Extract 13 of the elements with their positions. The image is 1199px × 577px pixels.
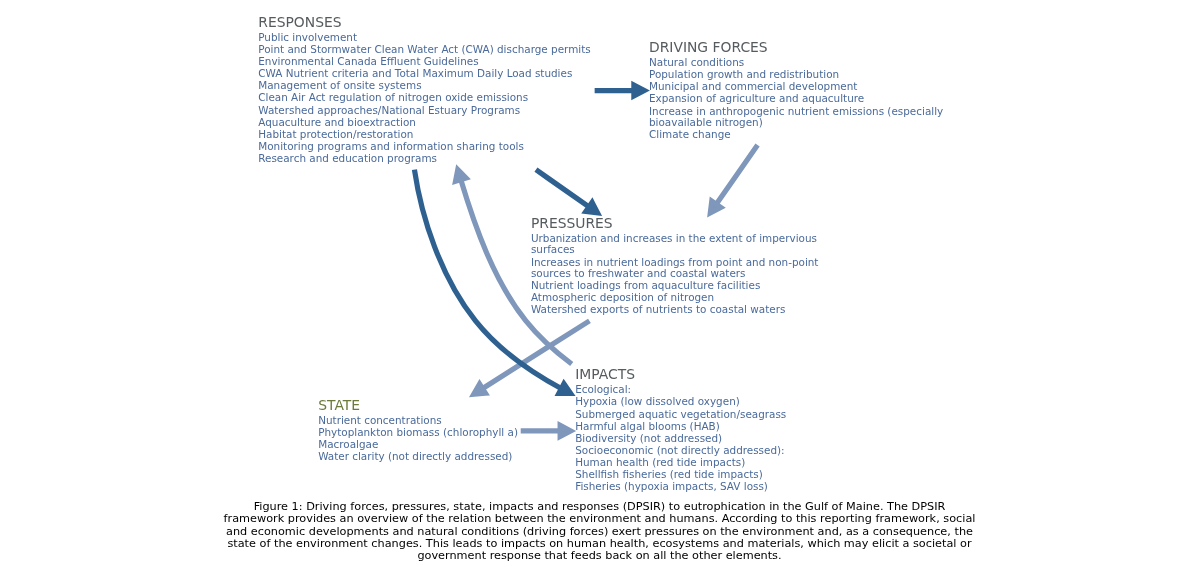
node-text: PRESSURES Urbanization and increases in the extent of impervious surfaces Increases in nutrient loadings from point and non-point sources to freshwater and coastal waters Nutrient loadings from aquaculture facilities Atmospheric deposition of nitrogen Watershed exports of nutrients to coastal waters [530,215,819,316]
arrow [411,169,576,397]
arrow [520,421,577,441]
node-text: DRIVING FORCES Natural conditions Population growth and redistribution Municipal and commercial development Expansion of agriculture and aquaculture Increase in anthropogenic nutrient emissions (especially bioavailable nitrogen) Climate change [648,39,944,140]
arrow [468,318,591,398]
arrow [534,167,603,217]
arrow [594,80,650,101]
arrow [452,164,574,367]
node-text: RESPONSES Public involvement Point and Stormwater Clean Water Act (CWA) discharge permits Environmental Canada Effluent Guidelines CWA Nutrient criteria and Total Maximum Daily Load studies Management of onsite systems Clean Air Act regulation of nitrogen oxide emissions Watershed approaches/National Estuary Programs Aquaculture and bioextraction Habitat protection/restoration Monitoring programs and information sharing tools Research and education programs [258,13,591,165]
arrow [707,143,760,218]
node-text: STATE Nutrient concentrations Phytoplankton biomass (chlorophyll a) Macroalgae Water clarity (not directly addressed) [318,396,518,463]
caption: Figure 1: Driving forces, pressures, state, impacts and responses (DPSIR) to eutrophication in the Gulf of Maine. The DPSIR framework provides an overview of the relation between the environment and humans. According to this reporting framework, social and economic developments and natural conditions (driving forces) exert pressures on the environment and, as a consequence, the state of the environment changes. This leads to impacts on human health, ecosystems and materials, which may elicit a societal or government response that feeds back on all the other elements. [223,500,976,562]
node-text: IMPACTS Ecological: Hypoxia (low dissolved oxygen) Submerged aquatic vegetation/seagrass Harmful algal blooms (HAB) Biodiversity (not addressed) Socioeconomic (not directly addressed): Human health (red tide impacts) Shellfish fisheries (red tide impacts) Fisheries (hypoxia impacts, SAV loss) [575,366,787,493]
